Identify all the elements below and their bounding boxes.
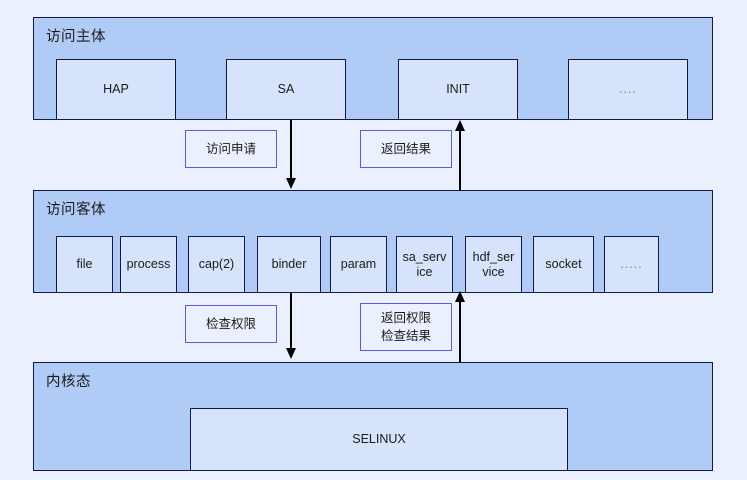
entity-label-init: INIT [446,82,470,96]
flow-label-return-result: 返回结果 [360,130,452,168]
entity-box-cap2[interactable]: cap(2) [188,236,245,293]
entity-box-object-more[interactable]: ..... [604,236,659,293]
entity-box-init[interactable]: INIT [398,59,518,120]
layer-title-access-subject: 访问主体 [46,29,106,45]
entity-box-socket[interactable]: socket [533,236,594,293]
entity-label-process: process [126,257,171,271]
arrow-head-return-result [455,120,465,131]
entity-box-hap[interactable]: HAP [56,59,176,120]
arrow-line-check-permission [290,293,292,351]
entity-box-hdf-service[interactable]: hdf_ser vice [465,236,522,293]
entity-box-sa[interactable]: SA [226,59,346,120]
entity-label-file: file [76,257,93,271]
arrow-line-request [290,120,292,180]
entity-box-binder[interactable]: binder [257,236,321,293]
entity-label-param: param [340,257,377,271]
arrow-line-return-permission-result [459,298,461,362]
flow-label-return-permission-result-text: 返回权限 检查结果 [380,311,431,343]
entity-label-hdf-service: hdf_ser vice [472,249,515,279]
arrow-head-return-permission-result [455,291,465,302]
entity-label-selinux: SELINUX [352,432,406,446]
arrow-line-return-result [459,128,461,190]
entity-box-selinux[interactable]: SELINUX [190,408,568,471]
arrow-head-check-permission [286,348,296,359]
entity-box-sa-service[interactable]: sa_serv ice [396,236,453,293]
flow-label-return-permission-result: 返回权限 检查结果 [360,303,452,351]
entity-label-socket: socket [545,257,582,271]
layer-title-kernel-mode: 内核态 [46,374,91,390]
entity-box-process[interactable]: process [120,236,177,293]
layer-title-access-object: 访问客体 [46,202,106,218]
entity-label-subject-more: .... [619,82,637,96]
arrow-head-request [286,178,296,189]
entity-label-hap: HAP [103,82,129,96]
flow-label-check-permission: 检查权限 [185,305,277,343]
flow-label-return-result-text: 返回结果 [380,142,431,156]
entity-label-binder: binder [271,257,307,271]
entity-label-object-more: ..... [620,257,643,271]
entity-box-subject-more[interactable]: .... [568,59,688,120]
entity-label-sa: SA [277,82,295,96]
flow-label-check-permission-text: 检查权限 [205,317,256,331]
entity-label-cap2: cap(2) [198,257,235,271]
entity-box-param[interactable]: param [330,236,387,293]
flow-label-access-request: 访问申请 [185,130,277,168]
entity-label-sa-service: sa_serv ice [402,249,447,279]
flow-label-access-request-text: 访问申请 [205,142,256,156]
entity-box-file[interactable]: file [56,236,113,293]
